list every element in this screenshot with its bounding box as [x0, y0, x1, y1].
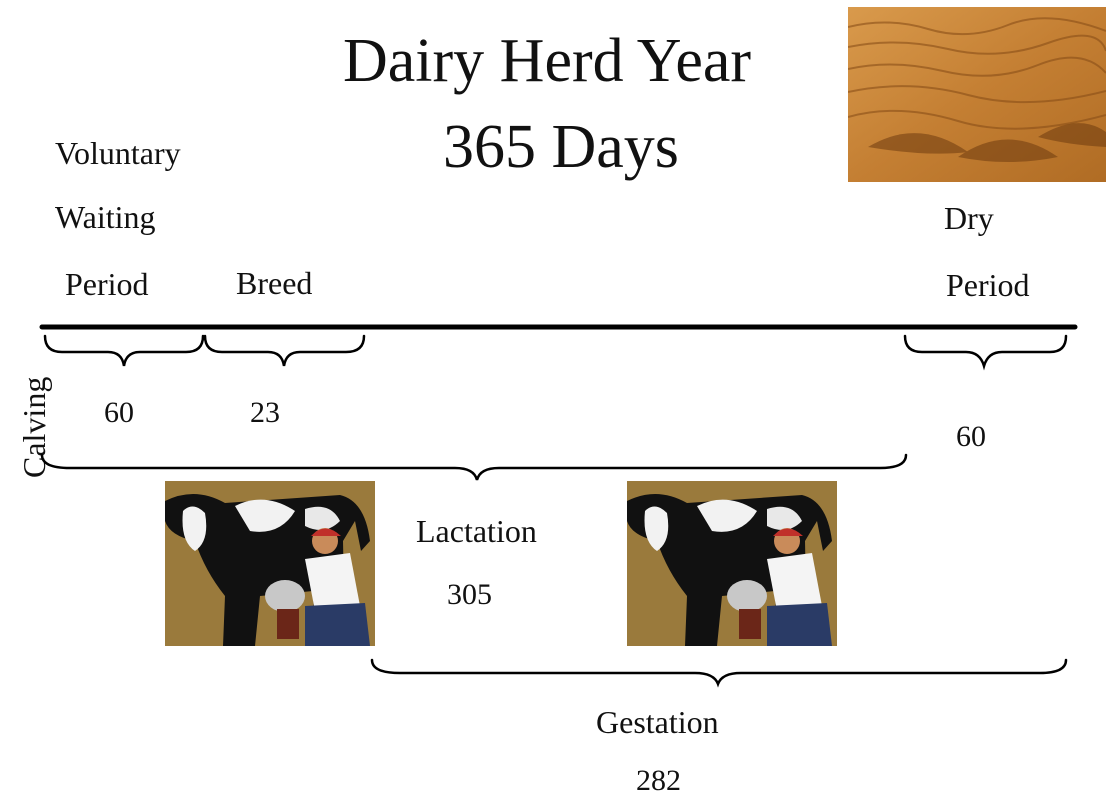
gestation-days: 282	[636, 766, 681, 796]
brace-dry-period	[905, 336, 1066, 366]
brace-lactation	[42, 455, 906, 480]
cow-milking-image-1	[165, 481, 375, 646]
cow-milking-image-2	[627, 481, 837, 646]
brace-gestation	[372, 660, 1066, 684]
voluntary-waiting-days: 60	[104, 398, 134, 428]
lactation-label: Lactation	[416, 515, 537, 547]
lactation-days: 305	[447, 580, 492, 610]
brace-breed	[205, 336, 364, 366]
dry-days: 60	[956, 422, 986, 452]
gestation-label: Gestation	[596, 706, 719, 738]
breed-days: 23	[250, 398, 280, 428]
brace-voluntary-waiting	[45, 336, 203, 366]
